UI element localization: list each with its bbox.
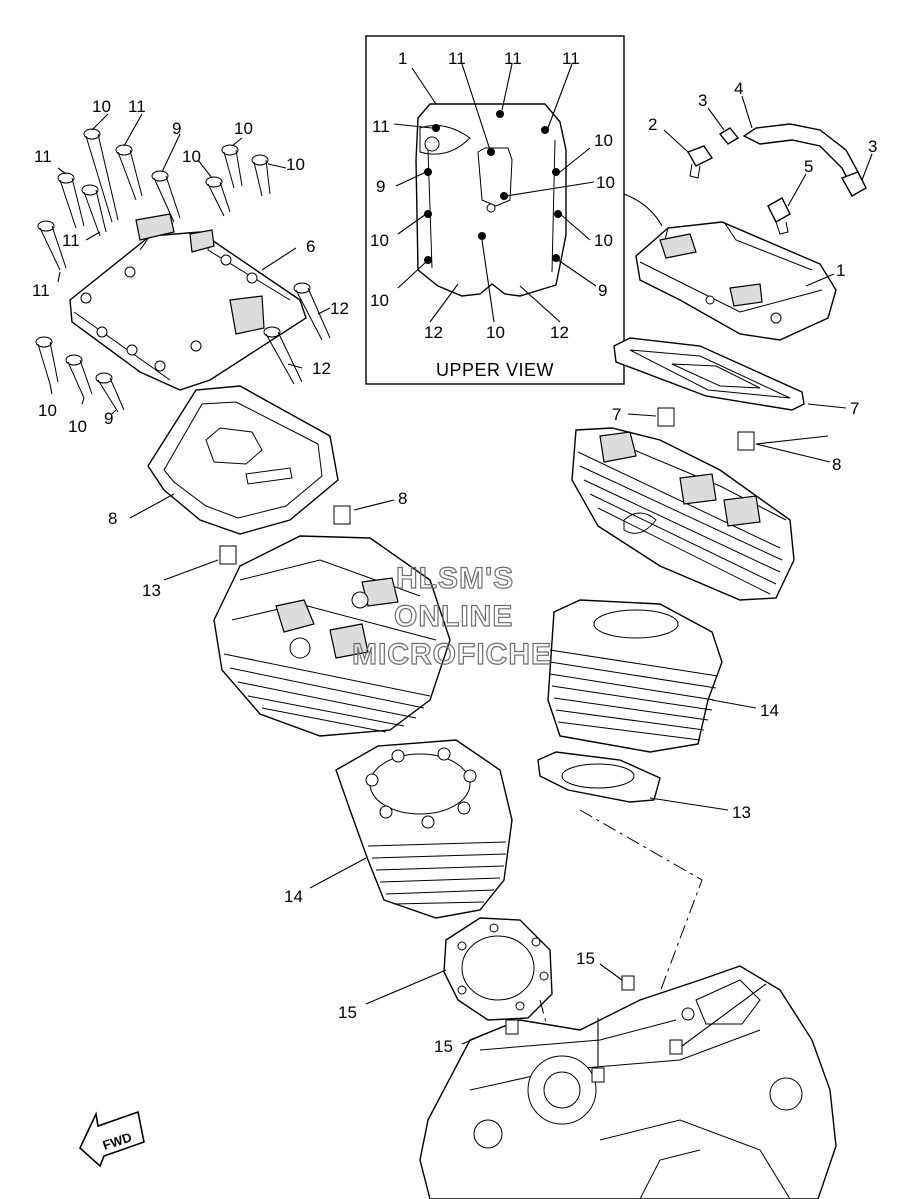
watermark-line-1: HLSM'S xyxy=(396,562,514,595)
callout-label: 12 xyxy=(330,299,349,318)
callout-label: 11 xyxy=(32,281,50,300)
callout-label: 14 xyxy=(284,887,303,906)
rear-dowels: 7 8 8 xyxy=(612,405,841,474)
callout-label: 3 xyxy=(698,91,707,110)
callout-label: 15 xyxy=(434,1037,453,1056)
inset-label: 11 xyxy=(372,117,390,136)
callout-label: 13 xyxy=(142,581,161,600)
fwd-arrow-icon: FWD xyxy=(79,1110,145,1168)
watermark: HLSM'S ONLINE MICROFICHE xyxy=(351,561,552,671)
cover-bolts: 10 11 9 10 10 10 11 11 11 6 11 12 12 10 … xyxy=(32,97,349,436)
inset-label: 10 xyxy=(594,231,613,250)
callout-label: 8 xyxy=(832,455,841,474)
inset-label: 10 xyxy=(594,131,613,150)
callout-label: 9 xyxy=(104,409,113,428)
watermark-line-2: ONLINE xyxy=(394,600,513,633)
inset-title: UPPER VIEW xyxy=(436,360,554,380)
callout-label: 8 xyxy=(398,489,407,508)
breather-hoses: 2 3 4 3 5 xyxy=(648,79,877,235)
rear-rocker-cover: 1 xyxy=(623,193,845,341)
callout-label: 10 xyxy=(286,155,305,174)
callout-label: 11 xyxy=(34,147,52,166)
inset-label: 11 xyxy=(448,49,466,68)
callout-label: 3 xyxy=(868,137,877,156)
callout-label: 15 xyxy=(576,949,595,968)
front-head-gasket: 8 xyxy=(108,385,339,535)
inset-label: 11 xyxy=(504,49,522,68)
callout-label: 11 xyxy=(62,231,80,250)
callout-label: 10 xyxy=(38,401,57,420)
front-cylinder-gasket: 15 15 xyxy=(338,917,553,1022)
callout-label: 6 xyxy=(306,237,315,256)
front-cylinder-head xyxy=(213,535,451,737)
callout-label: 10 xyxy=(234,119,253,138)
inset-label: 1 xyxy=(398,49,407,68)
callout-label: 4 xyxy=(734,79,743,98)
callout-label: 9 xyxy=(172,119,181,138)
cover-callouts: 10 11 9 10 10 10 11 11 11 6 11 12 12 10 … xyxy=(32,97,349,436)
crankcase xyxy=(419,965,837,1199)
inset-label: 9 xyxy=(376,177,385,196)
callout-label: 1 xyxy=(836,261,845,280)
inset-label: 12 xyxy=(550,323,569,342)
inset-label: 10 xyxy=(596,173,615,192)
upper-view-inset: UPPER VIEW 1 11 11 11 11 10 9 10 10 10 1… xyxy=(365,35,625,385)
inset-label: 10 xyxy=(486,323,505,342)
front-dowels: 8 13 xyxy=(142,489,407,600)
inset-label: 10 xyxy=(370,231,389,250)
callout-label: 5 xyxy=(804,157,813,176)
inset-label: 10 xyxy=(370,291,389,310)
front-rocker-cover xyxy=(69,213,307,391)
inset-label: 9 xyxy=(598,281,607,300)
callout-label: 10 xyxy=(68,417,87,436)
callout-label: 15 xyxy=(338,1003,357,1022)
callout-label: 12 xyxy=(312,359,331,378)
rear-cylinder-head xyxy=(571,427,795,601)
callout-label: 2 xyxy=(648,115,657,134)
callout-label: 13 xyxy=(732,803,751,822)
callout-label: 14 xyxy=(760,701,779,720)
rear-cylinder: 14 xyxy=(547,599,779,753)
callout-label: 7 xyxy=(612,405,621,424)
watermark-line-3: MICROFICHE xyxy=(352,638,552,671)
callout-label: 8 xyxy=(108,509,117,528)
inset-label: 11 xyxy=(562,49,580,68)
callout-label: 11 xyxy=(128,97,146,116)
callout-label: 7 xyxy=(850,399,859,418)
rear-head-gasket: 7 xyxy=(613,337,859,418)
rear-cylinder-gasket: 13 xyxy=(537,751,751,822)
crankcase-dowels: 15 15 xyxy=(434,949,767,1083)
inset-label: 12 xyxy=(424,323,443,342)
inset-labels: 1 11 11 11 11 10 9 10 10 10 10 10 9 12 1… xyxy=(370,49,615,342)
front-cylinder: 14 xyxy=(284,739,513,919)
callout-label: 10 xyxy=(92,97,111,116)
callout-label: 10 xyxy=(182,147,201,166)
